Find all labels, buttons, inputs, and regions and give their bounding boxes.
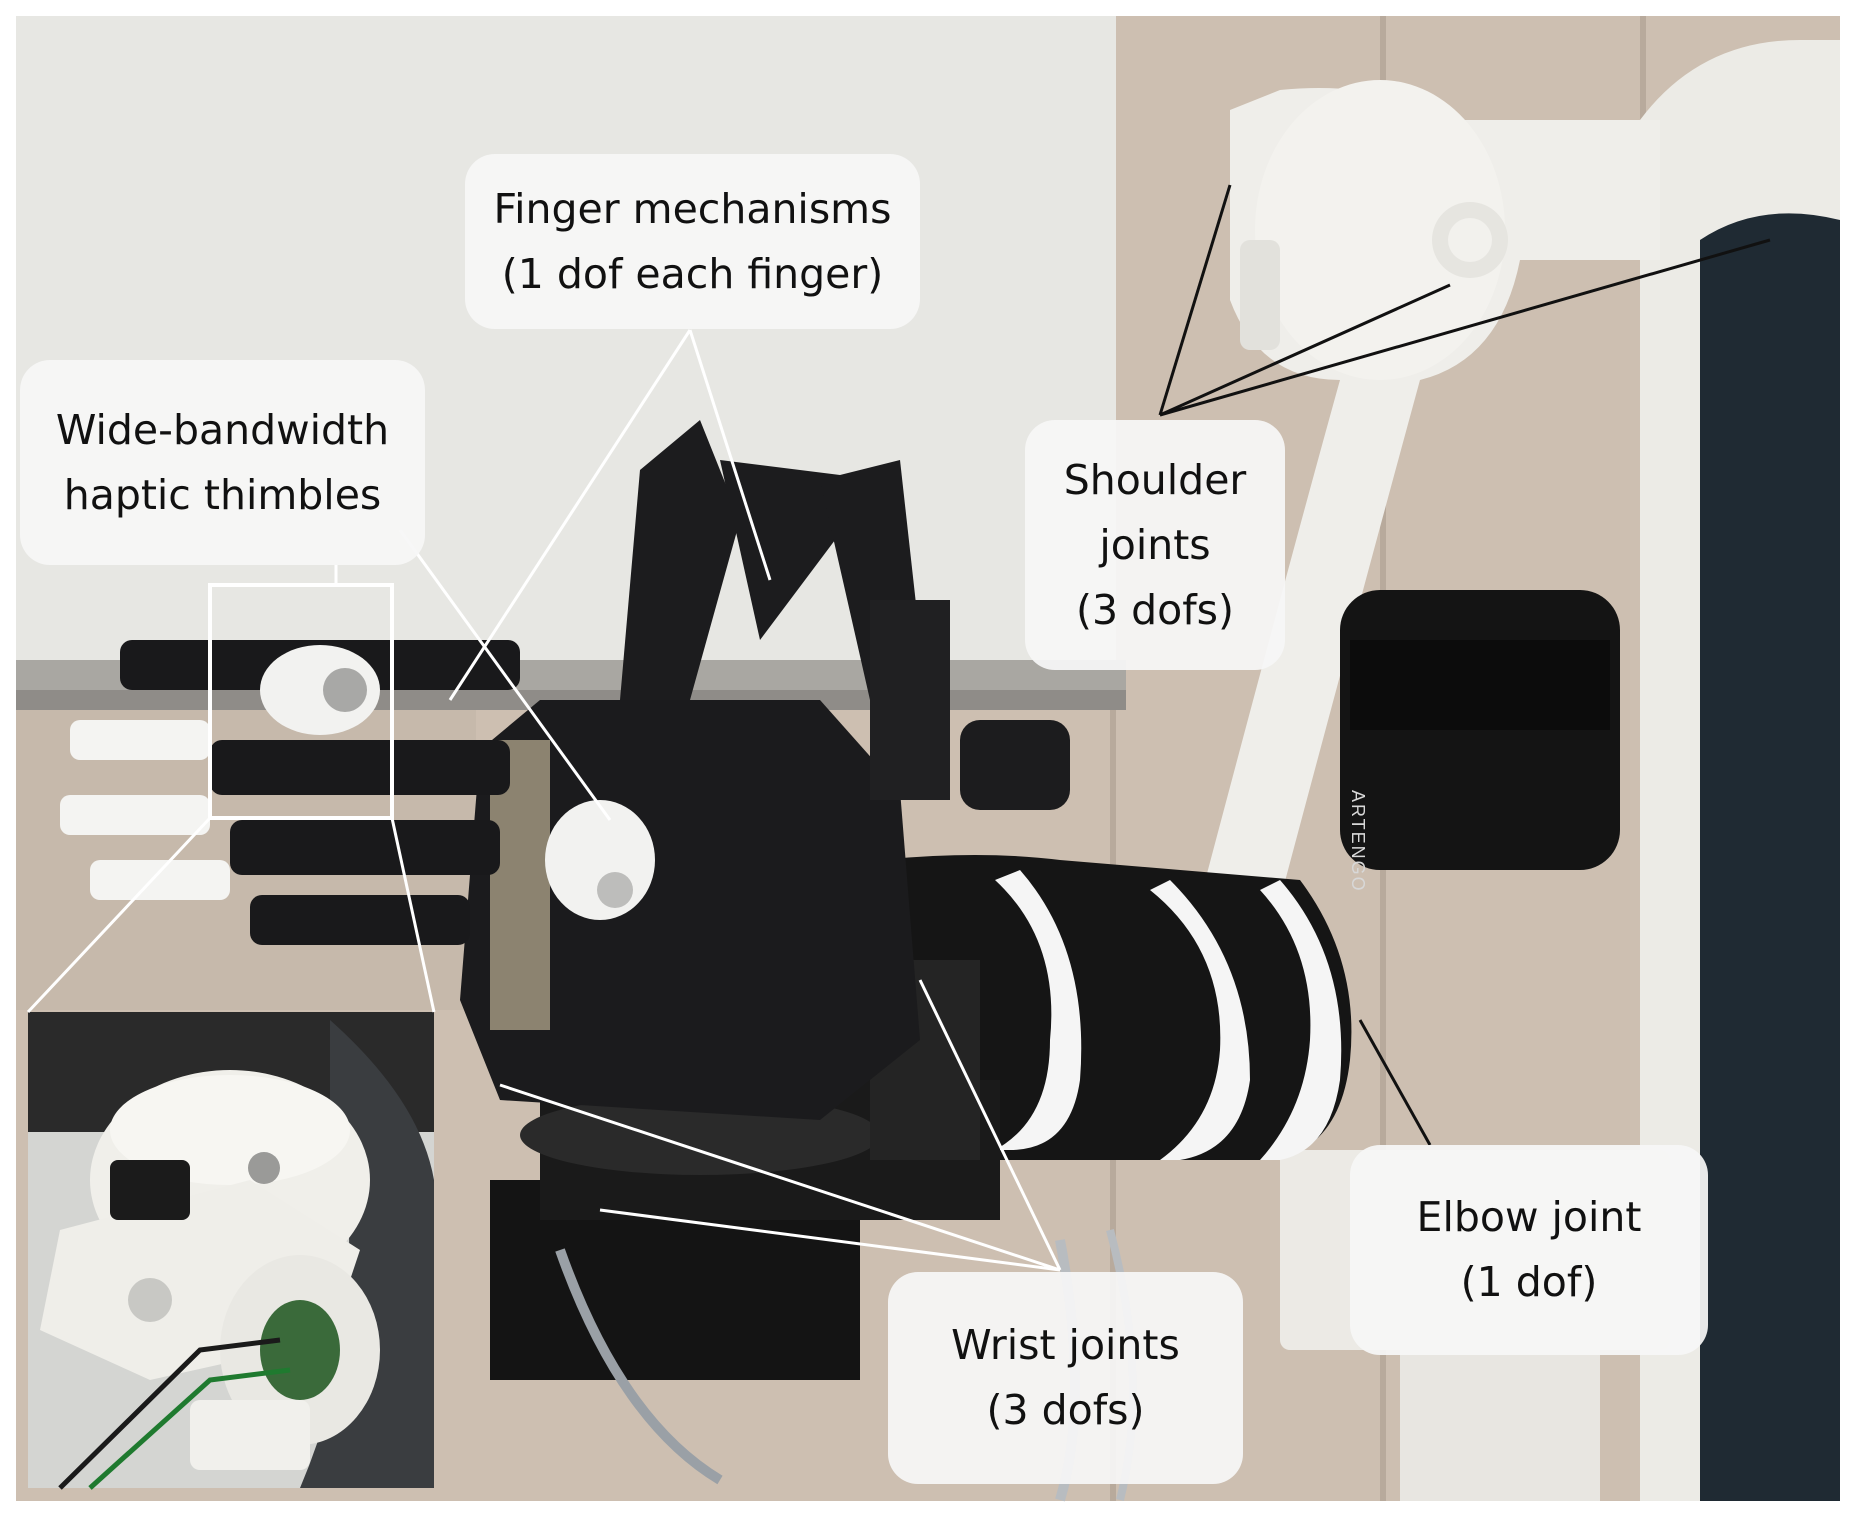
finger-mechanism-link-1 bbox=[620, 420, 740, 700]
shoulder-joints-line3: (3 dofs) bbox=[1075, 585, 1234, 634]
robot-frame-column bbox=[1640, 40, 1840, 1501]
callout-elbow-joint: Elbow joint (1 dof) bbox=[1350, 1145, 1708, 1355]
leader-lines-dark bbox=[1158, 184, 1771, 1146]
haptic-thimbles-line1: Wide-bandwidth bbox=[55, 405, 390, 454]
haptic-thimbles-line2: haptic thimbles bbox=[63, 470, 382, 519]
whiteboard bbox=[16, 16, 1116, 676]
thimble-closeup-inset bbox=[28, 1012, 434, 1490]
callout-finger-mechanisms: Finger mechanisms (1 dof each finger) bbox=[465, 154, 920, 329]
leader-lines bbox=[334, 329, 1062, 1272]
callout-wrist-joints: Wrist joints (3 dofs) bbox=[888, 1272, 1243, 1484]
fingertip-white-1 bbox=[70, 720, 210, 760]
wrist-joints-line2: (3 dofs) bbox=[986, 1386, 1145, 1434]
wrist-joints-line1: Wrist joints bbox=[951, 1321, 1180, 1369]
shoulder-joints-line1: Shoulder bbox=[1063, 455, 1247, 504]
palm-mechanism bbox=[460, 700, 920, 1120]
haptic-thimble bbox=[260, 645, 380, 735]
callout-haptic-thimbles: Wide-bandwidth haptic thimbles bbox=[20, 360, 425, 565]
strap-brand-label: ARTENGO bbox=[1348, 790, 1368, 893]
forearm-strap-2 bbox=[1150, 880, 1250, 1160]
callout-shoulder-joints: Shoulder joints (3 dofs) bbox=[1025, 420, 1285, 670]
finger-link-2 bbox=[210, 740, 510, 795]
elbow-joint-line2: (1 dof) bbox=[1460, 1258, 1598, 1306]
shoulder-joint-disc bbox=[1255, 80, 1505, 380]
photo-area bbox=[16, 16, 1840, 1502]
haptic-thimble-palm bbox=[545, 800, 655, 920]
chair-back bbox=[1690, 208, 1840, 1501]
elbow-joint-line1: Elbow joint bbox=[1416, 1193, 1642, 1241]
shoulder-joints-line2: joints bbox=[1099, 520, 1211, 569]
finger-link-4 bbox=[250, 895, 470, 945]
thimble-zoom-box bbox=[208, 583, 394, 820]
finger-mechanisms-line1: Finger mechanisms bbox=[493, 184, 892, 233]
finger-link-3 bbox=[230, 820, 500, 875]
forearm-strap-1 bbox=[995, 870, 1082, 1150]
finger-mechanisms-line2: (1 dof each finger) bbox=[501, 249, 884, 298]
